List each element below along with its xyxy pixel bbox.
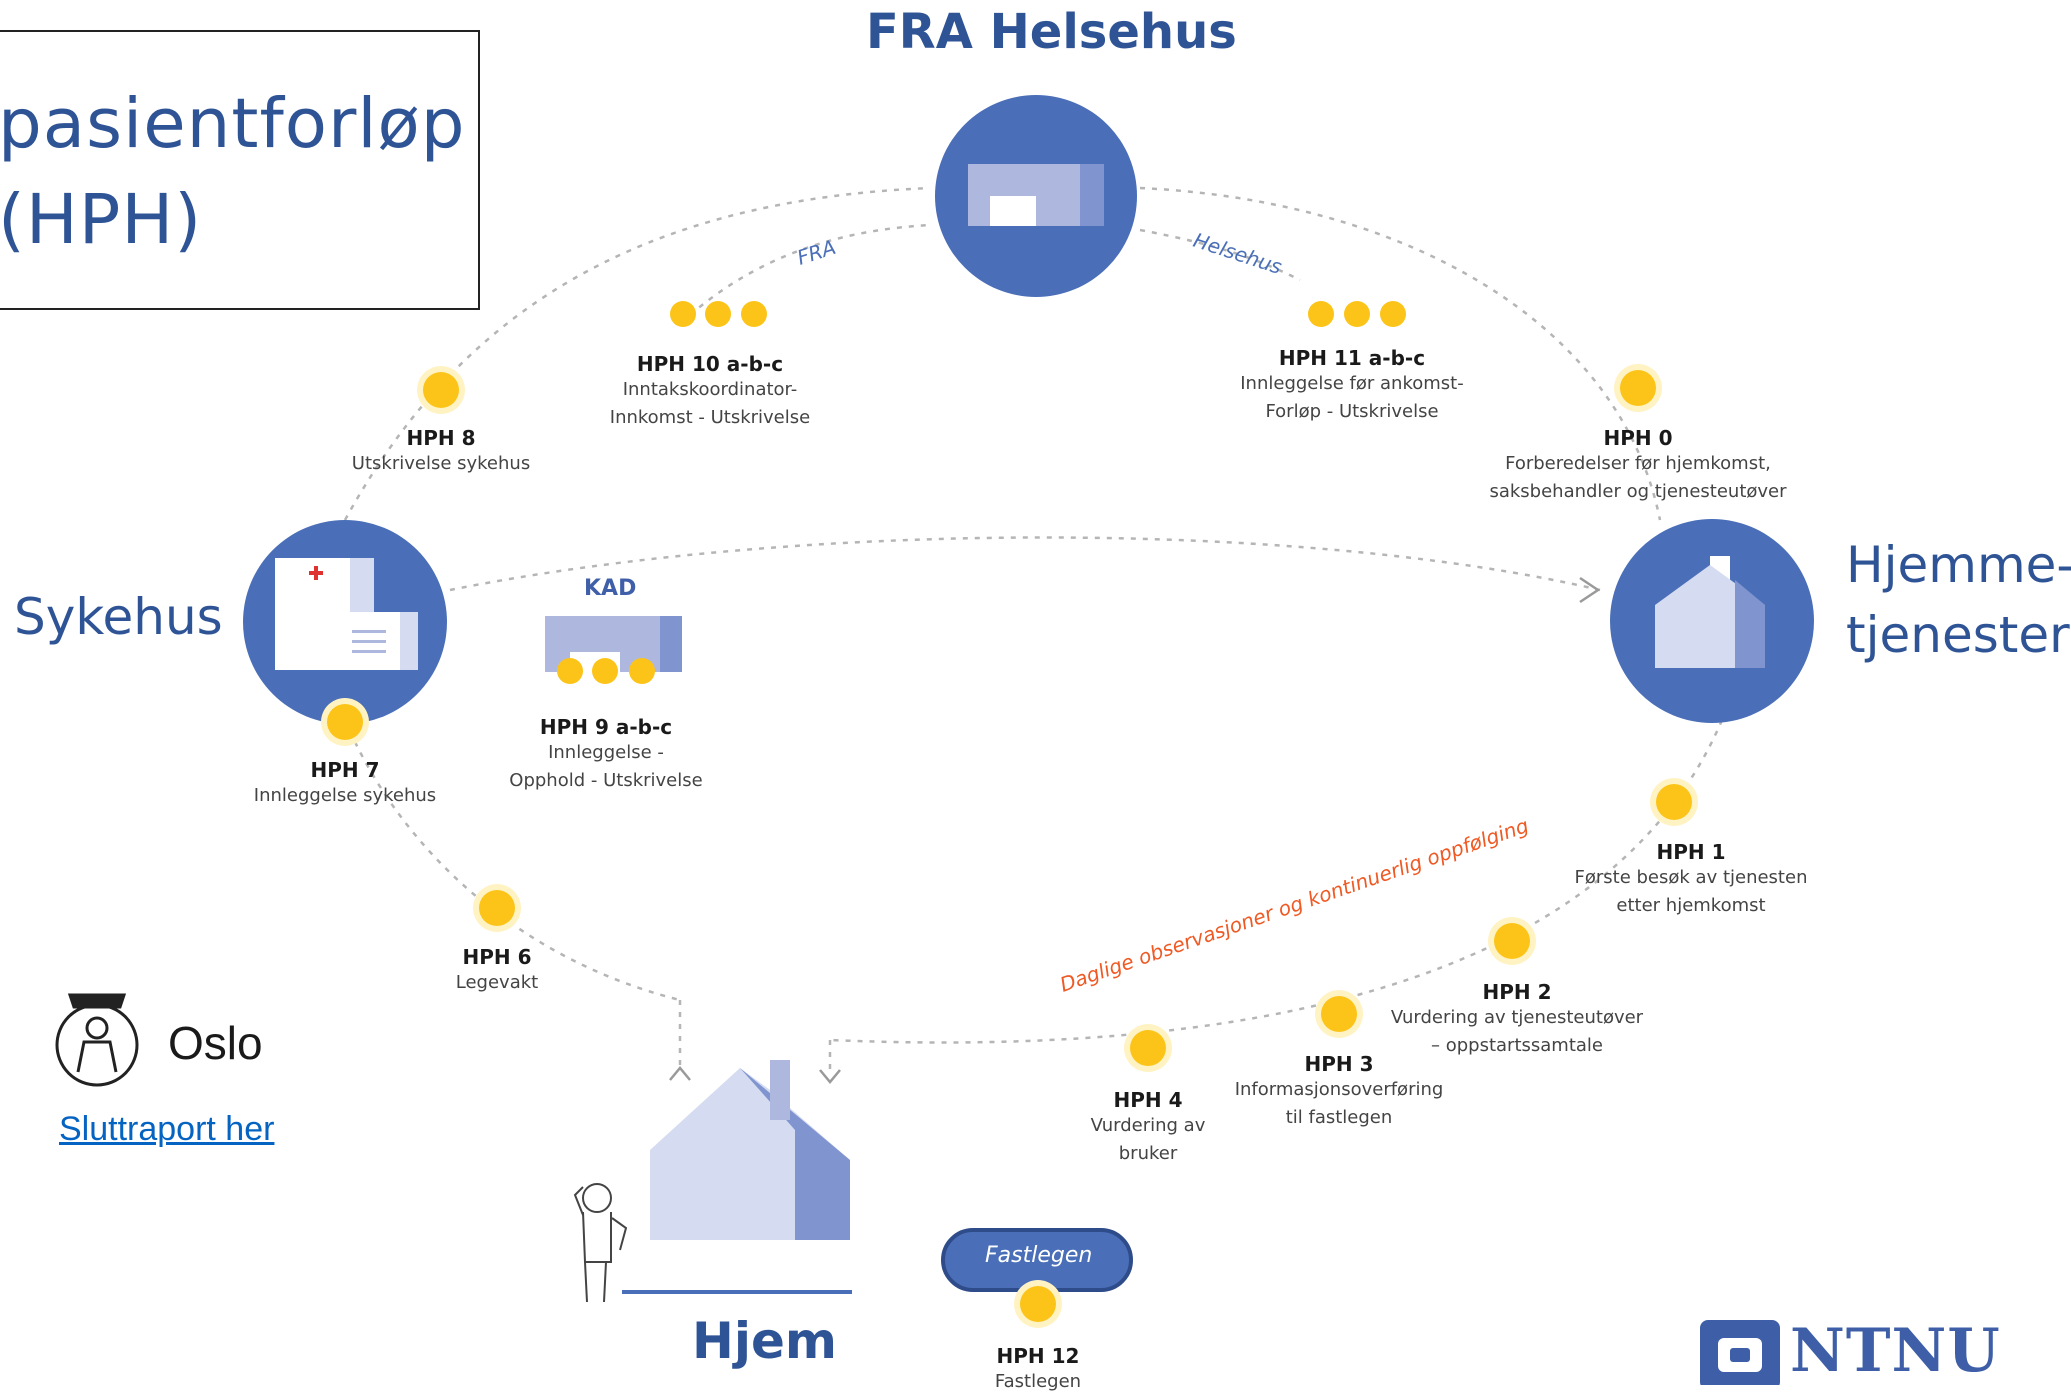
step-desc: Informasjonsoverføring — [1234, 1079, 1444, 1100]
hph3-marker — [1315, 990, 1363, 1038]
step-hph11: HPH 11 a-b-c Innleggelse før ankomst- Fo… — [1212, 346, 1492, 426]
hjem-house — [622, 1060, 852, 1294]
label-hjem: Hjem — [692, 1312, 837, 1370]
step-desc: Første besøk av tjenesten — [1574, 867, 1808, 888]
ntnu-logo-text: NTNU — [1790, 1316, 2001, 1386]
arc-label-fra: FRA — [794, 235, 839, 270]
hph1-marker — [1650, 778, 1698, 826]
sluttrapport-link[interactable]: Sluttraport her — [59, 1110, 275, 1148]
oslo-logo-text: Oslo — [168, 1017, 263, 1069]
hph9-markers — [557, 658, 655, 684]
step-hph6: HPH 6 Legevakt — [397, 945, 597, 997]
step-desc: Opphold - Utskrivelse — [509, 770, 703, 791]
arc-hjemmetjenester-to-hjem — [829, 719, 1724, 1044]
step-hph3: HPH 3 Informasjonsoverføring til fastleg… — [1209, 1052, 1469, 1132]
step-desc: Legevakt — [455, 972, 539, 993]
step-code: HPH 0 — [1603, 426, 1673, 450]
oslo-seal — [55, 993, 139, 1087]
step-desc: Innleggelse - — [548, 742, 664, 763]
hjemmetjenester-node — [1610, 519, 1814, 723]
label-hjemmetjenester-2: tjenester — [1846, 606, 2070, 664]
ntnu-logo — [1700, 1320, 1780, 1385]
step-hph7: HPH 7 Innleggelse sykehus — [245, 758, 445, 810]
step-hph1: HPH 1 Første besøk av tjenesten etter hj… — [1546, 840, 1836, 920]
step-code: HPH 3 — [1304, 1052, 1374, 1076]
step-hph9: HPH 9 a-b-c Innleggelse - Opphold - Utsk… — [486, 715, 726, 795]
arc-helsehus-to-hjemmetjenester — [1139, 186, 1662, 521]
arc-sykehus-to-helsehus — [343, 186, 931, 521]
hph0-marker — [1614, 364, 1662, 412]
title-box: pasientforløp (HPH) — [0, 30, 480, 310]
step-hph12: HPH 12 Fastlegen — [948, 1344, 1128, 1396]
step-code: HPH 10 a-b-c — [636, 352, 784, 376]
step-code: HPH 9 a-b-c — [539, 715, 673, 739]
title-line-1: pasientforløp — [0, 84, 466, 164]
hph11-markers — [1308, 301, 1406, 327]
step-desc: Inntakskoordinator- — [622, 379, 798, 400]
step-desc: Fastlegen — [994, 1371, 1082, 1392]
arc-label-helsehus: Helsehus — [1190, 228, 1284, 279]
step-hph8: HPH 8 Utskrivelse sykehus — [341, 426, 541, 478]
step-desc: Forløp - Utskrivelse — [1265, 401, 1439, 422]
hph2-marker — [1488, 917, 1536, 965]
person-figure — [573, 1183, 628, 1303]
step-desc: Forberedelser før hjemkomst, — [1505, 453, 1771, 474]
step-code: HPH 6 — [462, 945, 532, 969]
step-code: HPH 8 — [406, 426, 476, 450]
hph8-marker — [417, 366, 465, 414]
step-desc: Vurdering av tjenesteutøver — [1390, 1007, 1644, 1028]
arrowhead-hjemmetjenester — [1579, 576, 1601, 604]
hph12-marker — [1014, 1280, 1062, 1328]
arrowhead-hjem-left — [669, 1066, 691, 1081]
helsehus-node — [935, 95, 1137, 297]
step-desc: etter hjemkomst — [1616, 895, 1766, 916]
hph4-marker — [1124, 1024, 1172, 1072]
arc-sykehus-to-hjem — [343, 719, 681, 1002]
step-code: HPH 11 a-b-c — [1278, 346, 1426, 370]
step-hph2: HPH 2 Vurdering av tjenesteutøver – opps… — [1372, 980, 1662, 1060]
step-hph0: HPH 0 Forberedelser før hjemkomst, saksb… — [1478, 426, 1798, 506]
hph10-markers — [670, 301, 767, 327]
arrow-sykehus-to-hjemmetjenester — [449, 536, 1601, 592]
label-sykehus: Sykehus — [14, 588, 223, 646]
step-desc: Innkomst - Utskrivelse — [609, 407, 811, 428]
step-desc: Vurdering av — [1090, 1115, 1206, 1136]
step-desc: til fastlegen — [1285, 1107, 1393, 1128]
step-hph10: HPH 10 a-b-c Inntakskoordinator- Innkoms… — [590, 352, 830, 432]
top-title: FRA Helsehus — [866, 4, 1237, 60]
step-desc: saksbehandler og tjenesteutøver — [1489, 481, 1787, 502]
arc-fra-inner — [689, 223, 931, 316]
arrowhead-hjem-right — [819, 1069, 841, 1084]
sykehus-node — [243, 520, 447, 724]
step-desc: Innleggelse sykehus — [253, 785, 437, 806]
step-code: HPH 1 — [1656, 840, 1726, 864]
step-code: HPH 2 — [1482, 980, 1552, 1004]
step-desc: Utskrivelse sykehus — [351, 453, 531, 474]
step-desc: bruker — [1118, 1143, 1178, 1164]
step-code: HPH 4 — [1113, 1088, 1183, 1112]
step-desc: Innleggelse før ankomst- — [1240, 373, 1464, 394]
hph7-marker — [321, 698, 369, 746]
step-hph4: HPH 4 Vurdering av bruker — [1058, 1088, 1238, 1168]
hph6-marker — [473, 884, 521, 932]
kad-label: KAD — [584, 576, 637, 601]
step-code: HPH 7 — [310, 758, 380, 782]
fastlegen-badge-label: Fastlegen — [985, 1243, 1093, 1268]
arc-label-daily: Daglige observasjoner og kontinuerlig op… — [1057, 813, 1532, 996]
step-desc: – oppstartssamtale — [1431, 1035, 1603, 1056]
step-code: HPH 12 — [996, 1344, 1080, 1368]
arc-helsehus-inner — [1139, 228, 1301, 282]
label-hjemmetjenester-1: Hjemme- — [1846, 536, 2071, 594]
title-line-2: (HPH) — [0, 180, 203, 260]
